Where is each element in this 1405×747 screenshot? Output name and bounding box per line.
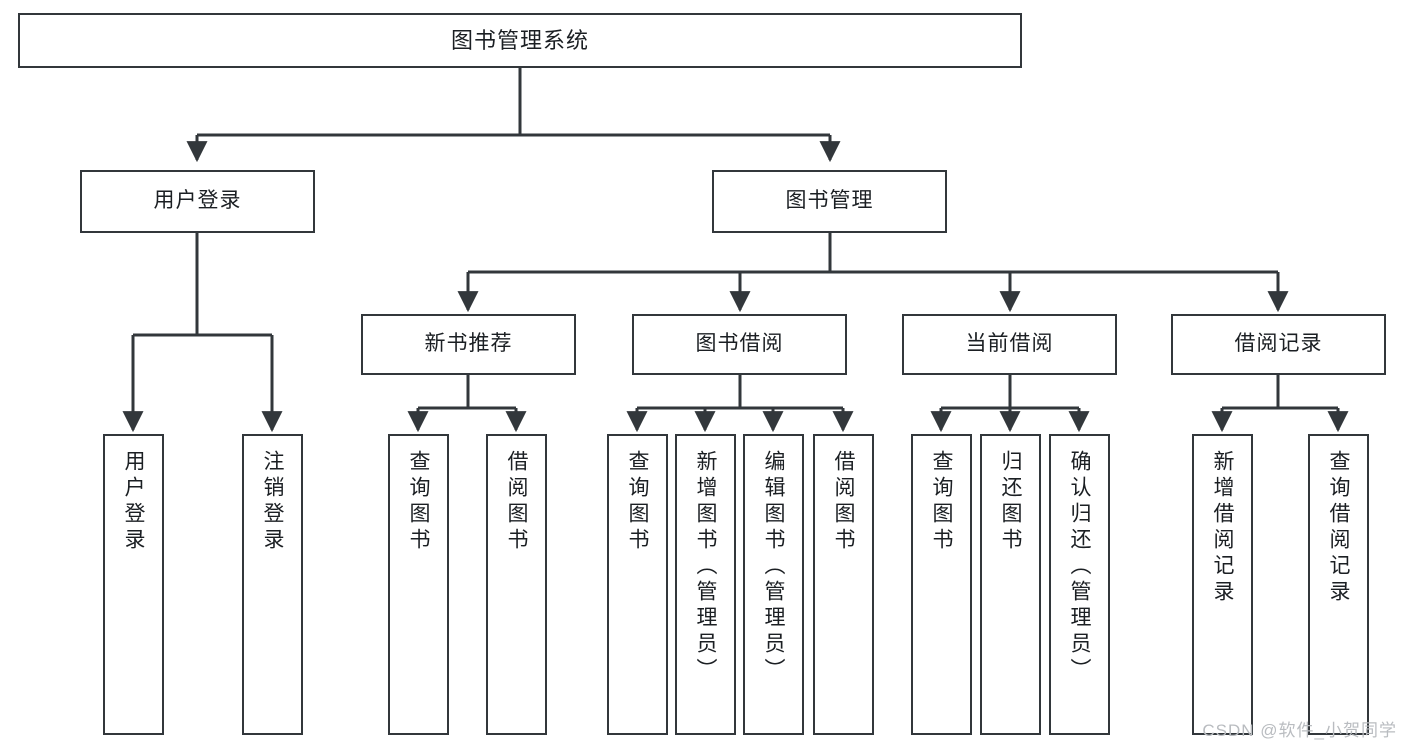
node-user-login[interactable]: 用户登录 bbox=[80, 170, 315, 233]
node-borrow-record[interactable]: 借阅记录 bbox=[1171, 314, 1386, 375]
node-current-borrow[interactable]: 当前借阅 bbox=[902, 314, 1117, 375]
node-label: 用户登录 bbox=[122, 450, 145, 554]
node-book-management[interactable]: 图书管理 bbox=[712, 170, 947, 233]
node-label: 查询借阅记录 bbox=[1327, 450, 1350, 606]
node-label: 图书管理 bbox=[785, 189, 874, 213]
node-label: 图书借阅 bbox=[695, 332, 784, 356]
node-label: 用户登录 bbox=[153, 189, 242, 213]
node-label: 归还图书 bbox=[999, 450, 1022, 554]
node-label: 当前借阅 bbox=[965, 332, 1054, 356]
leaf-current-query-book[interactable]: 查询图书 bbox=[911, 434, 972, 735]
node-label: 查询图书 bbox=[407, 450, 430, 554]
node-root-system[interactable]: 图书管理系统 bbox=[18, 13, 1022, 68]
node-label: 图书管理系统 bbox=[450, 27, 589, 53]
node-label: 编辑图书（管理员） bbox=[762, 450, 785, 684]
leaf-borrow-add-book-admin[interactable]: 新增图书（管理员） bbox=[675, 434, 736, 735]
leaf-current-confirm-return-admin[interactable]: 确认归还（管理员） bbox=[1049, 434, 1110, 735]
leaf-record-query-record[interactable]: 查询借阅记录 bbox=[1308, 434, 1369, 735]
node-label: 借阅记录 bbox=[1234, 332, 1323, 356]
leaf-borrow-query-book[interactable]: 查询图书 bbox=[607, 434, 668, 735]
leaf-record-add-record[interactable]: 新增借阅记录 bbox=[1192, 434, 1253, 735]
node-label: 借阅图书 bbox=[832, 450, 855, 554]
node-label: 查询图书 bbox=[626, 450, 649, 554]
node-book-borrow[interactable]: 图书借阅 bbox=[632, 314, 847, 375]
node-label: 新增图书（管理员） bbox=[694, 450, 717, 684]
leaf-borrow-edit-book-admin[interactable]: 编辑图书（管理员） bbox=[743, 434, 804, 735]
leaf-user-login-login[interactable]: 用户登录 bbox=[103, 434, 164, 735]
leaf-current-return-book[interactable]: 归还图书 bbox=[980, 434, 1041, 735]
node-new-book-recommend[interactable]: 新书推荐 bbox=[361, 314, 576, 375]
node-label: 查询图书 bbox=[930, 450, 953, 554]
node-label: 注销登录 bbox=[261, 450, 284, 554]
node-label: 新增借阅记录 bbox=[1211, 450, 1234, 606]
node-label: 确认归还（管理员） bbox=[1068, 450, 1091, 684]
node-label: 新书推荐 bbox=[424, 332, 513, 356]
leaf-user-login-logout[interactable]: 注销登录 bbox=[242, 434, 303, 735]
leaf-recommend-borrow-book[interactable]: 借阅图书 bbox=[486, 434, 547, 735]
node-label: 借阅图书 bbox=[505, 450, 528, 554]
leaf-recommend-query-book[interactable]: 查询图书 bbox=[388, 434, 449, 735]
leaf-borrow-borrow-book[interactable]: 借阅图书 bbox=[813, 434, 874, 735]
